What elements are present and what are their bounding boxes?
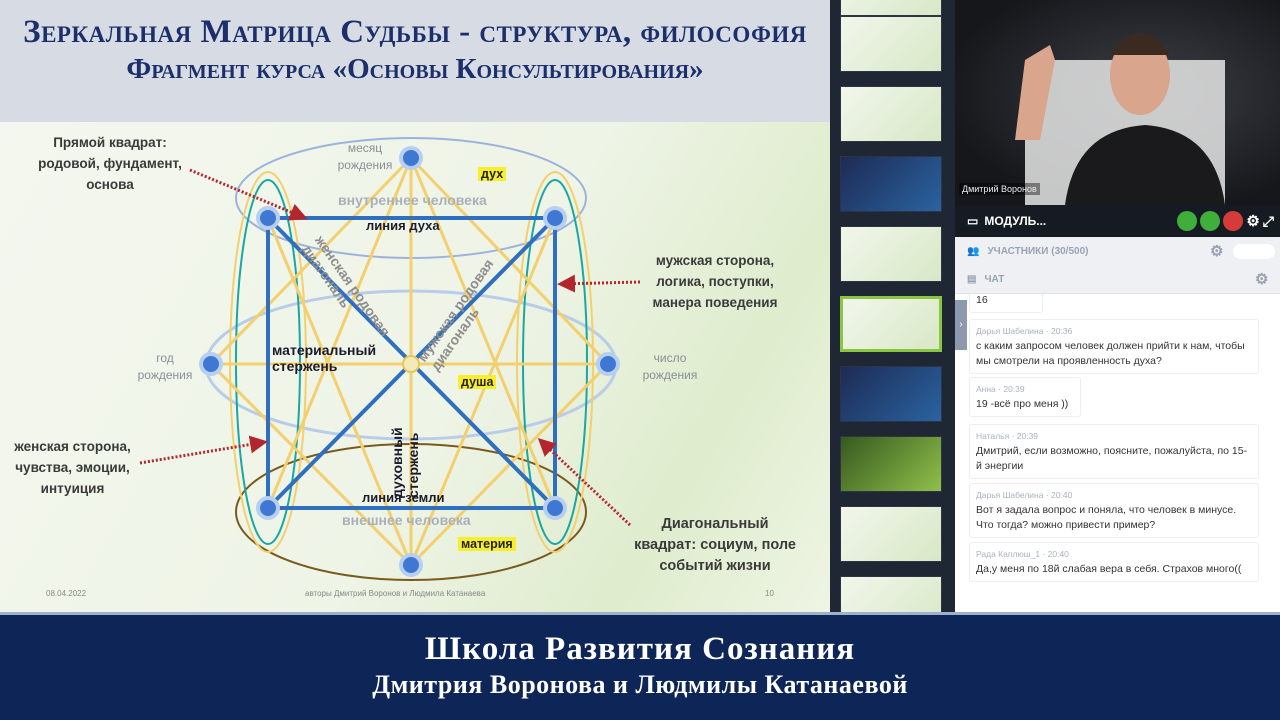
slide-thumbnail[interactable] [840,366,942,422]
slide-thumbnails[interactable] [830,0,955,632]
year-of-birth: год рождения [137,351,193,382]
slide-thumbnail-selected[interactable] [840,296,942,352]
message-time: 20:36 [1051,326,1073,336]
slide-thumbnail[interactable] [840,86,942,142]
microphone-button[interactable] [1200,211,1221,231]
outer-person-label: внешнее человека [342,512,471,528]
inner-person-label: внутреннее человека [338,192,487,208]
slide-thumbnail[interactable] [840,156,942,212]
month-of-birth: месяц рождения [337,141,393,172]
slide-thumbnail[interactable] [840,226,942,282]
webinar-control-bar: ▭ МОДУЛЬ... ⚙ ⤢ [955,205,1280,237]
message-time: 20:39 [1003,384,1025,394]
participants-label: УЧАСТНИКИ (30/500) [987,245,1089,257]
message-time: 20:39 [1016,431,1039,441]
video-toggle-button[interactable] [1177,211,1198,231]
message-text: Вот я задала вопрос и поняла, что челове… [976,504,1237,531]
chat-settings-icon[interactable]: ⚙ [1255,271,1269,288]
screen-share-button[interactable] [1223,211,1244,231]
female-side-label: женская сторона, чувства, эмоции, интуиц… [14,439,131,496]
right-ellipse [522,179,588,545]
number-of-birth: число рождения [642,351,698,382]
banner-line-1: Школа Развития Сознания [424,631,856,667]
presentation-slide: Прямой квадрат: родовой, фундамент, осно… [0,122,830,612]
earth-line-label: линия земли [362,490,445,505]
school-banner: Школа Развития Сознания Дмитрия Воронова… [0,612,1280,720]
slide-thumbnail[interactable] [840,16,942,72]
slide-date: 08.04.2022 [46,589,87,598]
male-side-label: мужская сторона, логика, поступки, манер… [652,253,778,310]
matter-highlight: материя [458,537,516,551]
title: Зеркальная Матрица Судьбы - структура, ф… [23,14,807,50]
message-text: 16 [976,294,988,306]
matrix-nodes [199,146,620,577]
chat-message: 16 [969,294,1043,313]
speaker-silhouette [1015,32,1225,210]
participants-icon: 👥 [967,245,980,257]
participants-section[interactable]: 👥 УЧАСТНИКИ (30/500) ⚙ [955,237,1280,266]
chat-icon: ▤ [967,273,977,285]
matrix-diagram [139,137,641,581]
diagonal-square-label: Диагональный квадрат: социум, поле событ… [634,516,796,574]
slide-thumbnail[interactable] [840,506,942,562]
chat-section[interactable]: ▤ ЧАТ ⚙ [955,265,1280,294]
straight-square-label: Прямой квадрат: родовой, фундамент, осно… [38,135,182,192]
pointer-arrows [139,168,641,527]
banner-line-2: Дмитрия Воронова и Людмилы Катанаевой [372,670,908,699]
slide-thumbnail[interactable] [840,436,942,492]
message-text: Дмитрий, если возможно, поясните, пожалу… [976,445,1248,472]
settings-gear-icon[interactable]: ⚙ [1246,213,1260,230]
slide-page-number: 10 [765,589,774,598]
soul-highlight: душа [458,375,497,389]
slide-thumbnail[interactable] [840,0,942,16]
message-author: Дарья Шабелина [976,326,1044,336]
message-time: 20:40 [1051,490,1073,500]
spirit-highlight: дух [478,167,507,181]
left-ellipse [235,179,301,545]
video-title-header: Зеркальная Матрица Судьбы - структура, ф… [0,0,830,122]
slide-authors: авторы Дмитрий Воронов и Людмила Катанае… [305,589,486,598]
message-author: Рада Каплюш_1 [976,549,1041,559]
message-text: Да,у меня по 18й слабая вера в себя. Стр… [976,563,1242,575]
message-time: 20:40 [1047,549,1069,559]
speaker-name: Дмитрий Воронов [959,183,1040,195]
subtitle: Фрагмент курса «Основы Консультирования» [126,53,704,85]
message-author: Анна [976,384,996,394]
message-text: с каким запросом человек должен прийти к… [976,340,1245,367]
module-label[interactable]: МОДУЛЬ... [984,214,1047,228]
spirit-line-label: линия духа [366,218,440,233]
chat-label: ЧАТ [984,273,1005,285]
material-core-label: материальный стержень [272,342,377,374]
message-author: Дарья Шабелина [976,490,1044,500]
message-author: Наталья [976,431,1010,441]
camera-icon: ▭ [967,214,979,228]
collapse-panel-chevron-icon[interactable]: › [955,300,967,350]
spiritual-core-label: духовный стержень [389,427,421,498]
message-text: 19 -всё про меня )) [976,398,1069,410]
speaker-video: Дмитрий Воронов [955,0,1280,210]
participants-settings-icon[interactable]: ⚙ [1210,243,1224,260]
fullscreen-icon[interactable]: ⤢ [1262,212,1274,229]
participants-search-input[interactable] [1233,243,1275,259]
